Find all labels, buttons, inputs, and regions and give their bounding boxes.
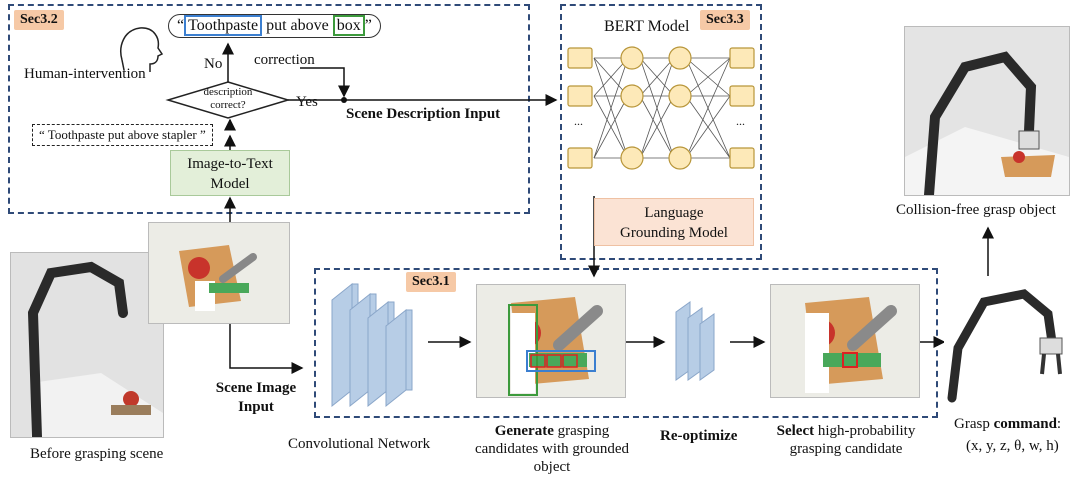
image-to-text-line2: Model xyxy=(210,176,250,192)
sec31-badge: Sec3.1 xyxy=(406,272,456,292)
generate-rest: grasping xyxy=(553,423,610,439)
reoptimize-network-icon xyxy=(675,301,715,381)
language-grounding-line1: Language xyxy=(644,205,704,221)
select-rest: high-probability xyxy=(814,423,916,439)
grasp-prefix: Grasp xyxy=(954,416,994,432)
grasp-command-label: Grasp command: xyxy=(954,416,1061,433)
corrected-description-bubble: “Toothpaste put above box” xyxy=(168,14,381,38)
conv-network-label: Convolutional Network xyxy=(288,436,431,452)
grasp-params-label: (x, y, z, θ, w, h) xyxy=(966,438,1059,454)
language-grounding-model: Language Grounding Model xyxy=(594,198,754,246)
human-intervention-label: Human-intervention xyxy=(24,66,146,82)
grasp-bold: command xyxy=(993,416,1057,432)
no-label: No xyxy=(204,56,223,72)
sec32-region xyxy=(8,4,530,214)
bert-output-node xyxy=(729,85,755,107)
bert-output-node xyxy=(729,47,755,69)
scene-description-input-label: Scene Description Input xyxy=(346,106,501,122)
language-grounding-line2: Grounding Model xyxy=(620,225,728,241)
generate-caption-line1: Generate grasping xyxy=(452,422,652,440)
highlight-toothpaste: Toothpaste xyxy=(184,15,263,36)
image-to-text-model: Image-to-Text Model xyxy=(170,150,290,196)
scene-image-input-line2: Input xyxy=(238,399,274,415)
bert-hidden-node xyxy=(620,46,644,70)
bert-ellipsis-left: ... xyxy=(574,114,583,128)
generate-caption: Generate grasping candidates with ground… xyxy=(452,422,652,476)
decision-text-line2: correct? xyxy=(210,99,246,111)
bert-hidden-node xyxy=(620,84,644,108)
bert-hidden-node xyxy=(668,146,692,170)
highlight-box: box xyxy=(332,15,365,36)
bert-input-node xyxy=(567,147,593,169)
bert-ellipsis-right: ... xyxy=(736,114,745,128)
robot-grasp-photo xyxy=(944,278,1076,408)
select-caption: Select high-probability grasping candida… xyxy=(756,422,936,458)
human-head-icon xyxy=(120,27,164,72)
generate-candidates-photo xyxy=(476,284,626,398)
scene-image-input-line1: Scene Image xyxy=(215,380,297,396)
before-grasping-photo xyxy=(10,252,164,438)
decision-text-line1: description xyxy=(203,86,253,98)
wrong-description-box: “ Toothpaste put above stapler ” xyxy=(32,124,213,146)
generate-caption-line3: object xyxy=(533,459,571,475)
bert-output-node xyxy=(729,147,755,169)
grasp-suffix: : xyxy=(1056,416,1062,432)
bubble-middle: put above xyxy=(262,17,333,34)
reoptimize-label: Re-optimize xyxy=(660,428,738,444)
select-candidate-photo xyxy=(770,284,920,398)
select-caption-line1: Select high-probability xyxy=(756,422,936,440)
bert-model-label: BERT Model xyxy=(604,18,690,35)
bert-hidden-node xyxy=(620,146,644,170)
sec33-region xyxy=(560,4,762,260)
bert-hidden-node xyxy=(668,84,692,108)
bert-input-node xyxy=(567,85,593,107)
image-to-text-line1: Image-to-Text xyxy=(187,156,273,172)
scene-image-photo xyxy=(148,222,290,324)
correction-label: correction xyxy=(254,52,315,68)
bert-hidden-node xyxy=(668,46,692,70)
bert-connections xyxy=(593,57,731,159)
generate-bold: Generate xyxy=(494,423,554,439)
sec33-badge: Sec3.3 xyxy=(700,10,750,30)
yes-label: Yes xyxy=(296,94,318,110)
select-caption-line2: grasping candidate xyxy=(789,441,903,457)
bert-input-node xyxy=(567,47,593,69)
select-bold: Select xyxy=(776,423,815,439)
bubble-close-quote: ” xyxy=(364,17,372,34)
before-grasping-label: Before grasping scene xyxy=(30,446,164,462)
collision-free-label: Collision-free grasp object xyxy=(896,202,1056,218)
generate-caption-line2: candidates with grounded xyxy=(474,441,630,457)
conv-network-icon xyxy=(331,282,413,408)
bert-network xyxy=(567,46,755,170)
bubble-open-quote: “ xyxy=(177,17,185,34)
sec32-badge: Sec3.2 xyxy=(14,10,64,30)
decision-diamond xyxy=(165,81,291,119)
collision-free-photo xyxy=(904,26,1070,196)
